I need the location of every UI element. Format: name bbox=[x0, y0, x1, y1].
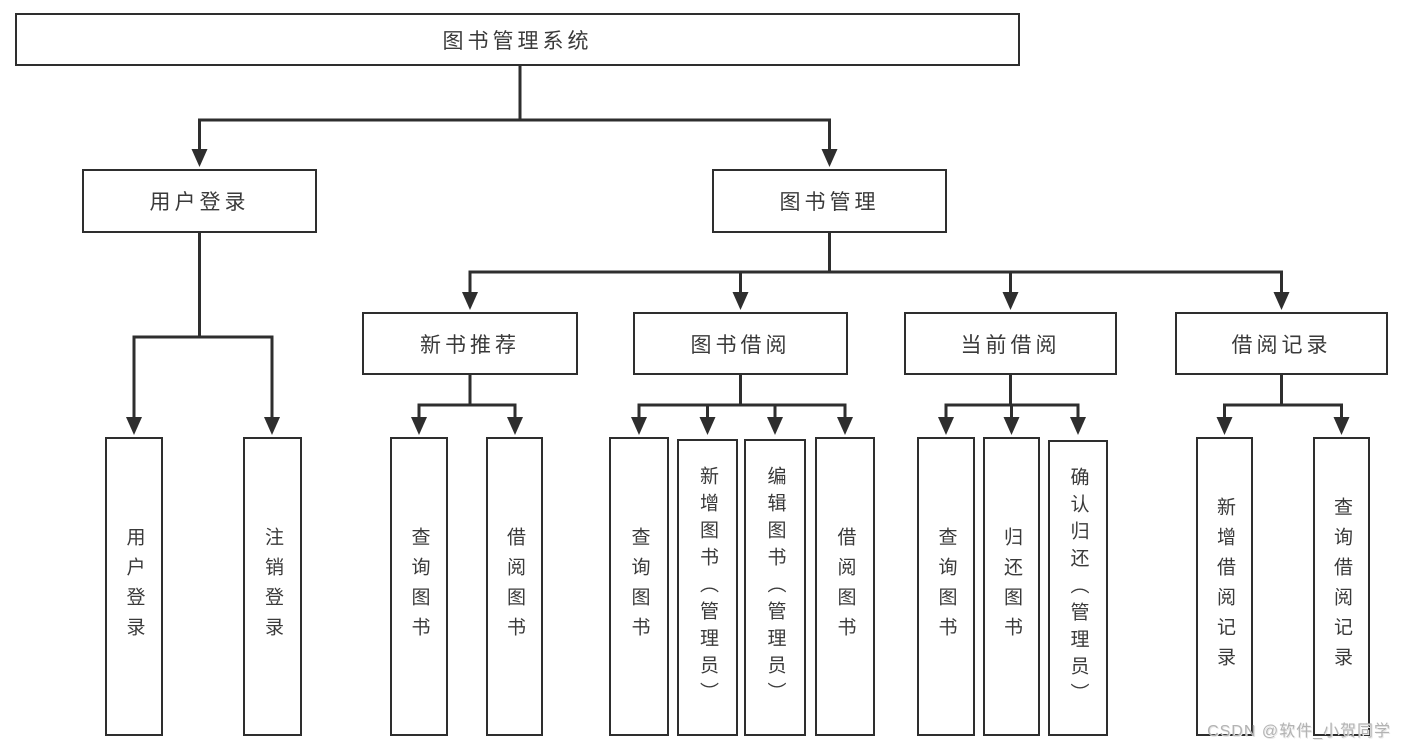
leaf-query-books-borrowing-label: 查询图书 bbox=[628, 526, 650, 647]
node-root: 图书管理系统 bbox=[15, 13, 1020, 66]
leaf-edit-book-admin-label: 编辑图书（管理员） bbox=[764, 466, 786, 709]
node-borrowing-records: 借阅记录 bbox=[1175, 312, 1388, 375]
leaf-add-borrowing-record: 新增借阅记录 bbox=[1196, 437, 1253, 736]
leaf-add-book-admin: 新增图书（管理员） bbox=[677, 439, 738, 736]
node-user-login-label: 用户登录 bbox=[149, 191, 250, 214]
node-book-management-label: 图书管理 bbox=[779, 191, 880, 214]
watermark: CSDN @软件_小贺同学 bbox=[1207, 723, 1391, 740]
leaf-query-borrowing-record-label: 查询借阅记录 bbox=[1331, 496, 1352, 677]
leaf-add-borrowing-record-label: 新增借阅记录 bbox=[1214, 496, 1235, 677]
leaf-borrow-books-borrowing: 借阅图书 bbox=[815, 437, 875, 736]
node-current-borrowing: 当前借阅 bbox=[904, 312, 1117, 375]
leaf-borrow-books-recommend-label: 借阅图书 bbox=[504, 526, 525, 647]
leaf-return-book-label: 归还图书 bbox=[1001, 526, 1022, 647]
leaf-user-login: 用户登录 bbox=[105, 437, 163, 736]
leaf-return-book: 归还图书 bbox=[983, 437, 1040, 736]
node-book-borrowing-label: 图书借阅 bbox=[690, 333, 791, 357]
leaf-borrow-books-recommend: 借阅图书 bbox=[486, 437, 543, 736]
node-book-management: 图书管理 bbox=[712, 169, 947, 233]
node-new-book-recommendation: 新书推荐 bbox=[362, 312, 578, 375]
leaf-logout-login-label: 注销登录 bbox=[262, 526, 283, 647]
node-new-book-recommendation-label: 新书推荐 bbox=[420, 333, 520, 357]
node-user-login: 用户登录 bbox=[82, 169, 317, 233]
leaf-confirm-return-admin-label: 确认归还（管理员） bbox=[1067, 466, 1089, 710]
node-borrowing-records-label: 借阅记录 bbox=[1231, 333, 1332, 357]
leaf-query-books-borrowing: 查询图书 bbox=[609, 437, 669, 736]
leaf-add-book-admin-label: 新增图书（管理员） bbox=[697, 466, 718, 709]
leaf-query-books-recommend-label: 查询图书 bbox=[408, 526, 430, 647]
leaf-confirm-return-admin: 确认归还（管理员） bbox=[1048, 440, 1108, 736]
leaf-edit-book-admin: 编辑图书（管理员） bbox=[744, 439, 806, 736]
leaf-query-borrowing-record: 查询借阅记录 bbox=[1313, 437, 1370, 736]
leaf-query-books-current: 查询图书 bbox=[917, 437, 975, 736]
leaf-logout-login: 注销登录 bbox=[243, 437, 302, 736]
node-book-borrowing: 图书借阅 bbox=[633, 312, 848, 375]
leaf-borrow-books-borrowing-label: 借阅图书 bbox=[834, 526, 856, 647]
leaf-query-books-current-label: 查询图书 bbox=[935, 526, 957, 647]
node-root-label: 图书管理系统 bbox=[442, 29, 593, 53]
leaf-user-login-label: 用户登录 bbox=[123, 526, 145, 647]
node-current-borrowing-label: 当前借阅 bbox=[960, 333, 1061, 357]
leaf-query-books-recommend: 查询图书 bbox=[390, 437, 448, 736]
